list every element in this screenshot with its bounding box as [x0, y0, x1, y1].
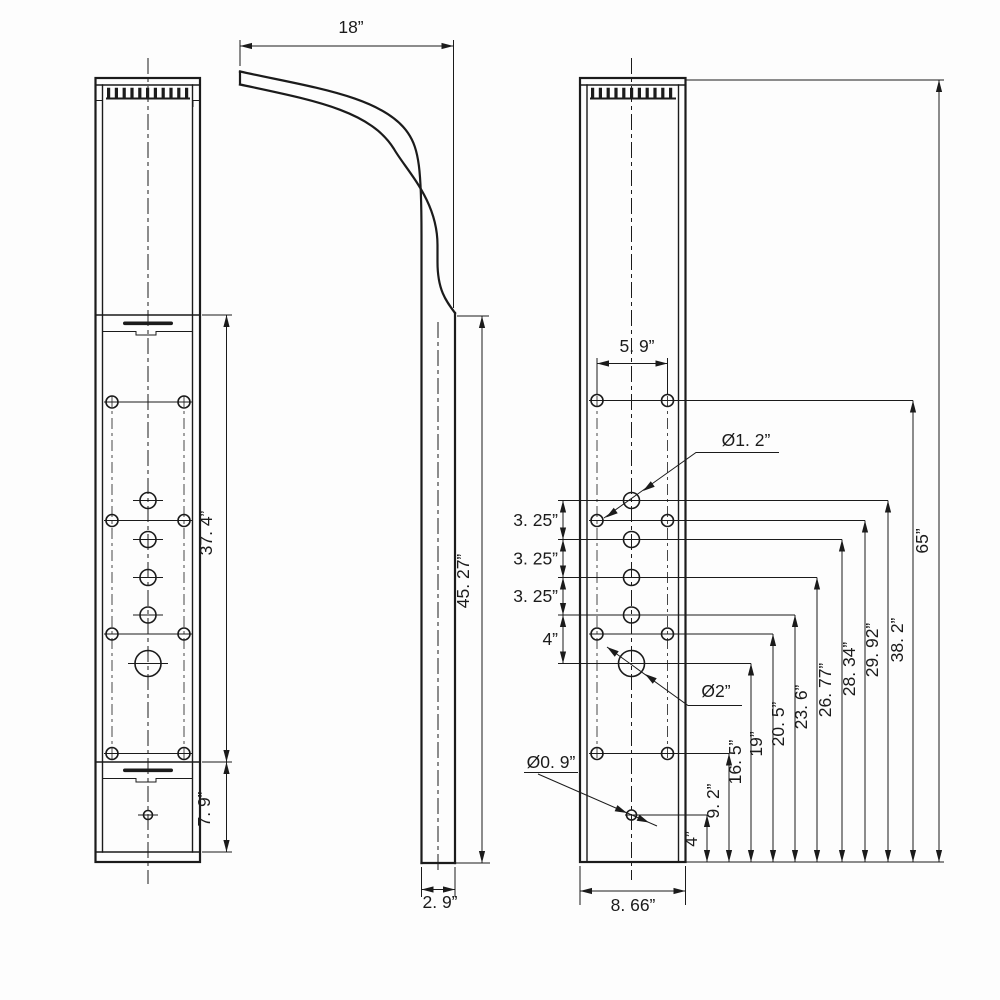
front-hole-column-centerlines: [111, 396, 185, 759]
front-hole-row-lines: [104, 401, 192, 754]
back-view: 5. 9” Ø1. 2” Ø2” Ø0. 9” 3. 25” 3. 25”: [513, 58, 944, 915]
back-small-hole: [625, 809, 638, 821]
back-hole-column-centerlines: [596, 396, 668, 758]
dim-height-20-5: 20. 5”: [768, 701, 788, 746]
back-inner-bezel-lines: [586, 84, 680, 863]
front-handle-slot-lower: [123, 768, 173, 773]
front-hole-cross-ticks: [128, 500, 168, 816]
side-outer-profile: [238, 70, 423, 865]
dim-height-65: 65”: [912, 528, 932, 553]
dim-spacing-3: 3. 25”: [513, 586, 558, 606]
front-handle-slot: [123, 321, 173, 326]
dim-height-26-77: 26. 77”: [815, 663, 835, 718]
back-hole-row-extension-lines: [558, 400, 913, 816]
dim-top-hole-spacing: 5. 9”: [596, 336, 668, 394]
front-view: 37. 4” 7. 9”: [94, 58, 232, 884]
front-lower-divider: [94, 761, 201, 783]
dim-back-dia-mid: Ø1. 2”: [722, 430, 771, 450]
dim-front-height: 37. 4”: [196, 510, 216, 555]
dim-bottom-width: 8. 66”: [579, 866, 686, 915]
front-inner-bezel-lines: [101, 84, 194, 853]
back-grille: [590, 87, 676, 100]
side-view: 18” 45. 27” 2. 9”: [238, 17, 490, 912]
dim-back-bottom-width: 8. 66”: [611, 895, 656, 915]
back-side-holes: [590, 393, 675, 761]
front-side-holes: [105, 395, 191, 761]
front-upper-divider: [94, 314, 201, 336]
dim-spacing-4: 4”: [542, 629, 558, 649]
dim-back-hole-spacing: 5. 9”: [619, 336, 654, 356]
dim-side-top-depth: 18”: [338, 17, 363, 37]
dim-spacing-1: 3. 25”: [513, 510, 558, 530]
dim-side-height: 45. 27”: [453, 554, 473, 609]
dim-height-19: 19”: [746, 731, 766, 756]
dim-height-38-2: 38. 2”: [887, 617, 907, 662]
side-inner-profile: [238, 83, 457, 315]
back-center-holes: [617, 491, 646, 821]
leader-dia-mid: Ø1. 2”: [603, 430, 779, 519]
dim-height-9-2: 9. 2”: [703, 783, 723, 818]
back-large-hole: [617, 649, 646, 678]
dim-side-thickness: 2. 9”: [422, 892, 457, 912]
side-dimensions: 18” 45. 27” 2. 9”: [239, 17, 490, 912]
dim-height-23-6: 23. 6”: [791, 684, 811, 729]
front-cap-notches: [95, 100, 200, 107]
leader-dia-small: Ø0. 9”: [524, 752, 658, 827]
dim-back-dia-large: Ø2”: [701, 681, 730, 701]
leader-dia-large: Ø2”: [606, 646, 742, 706]
dim-back-dia-small: Ø0. 9”: [527, 752, 576, 772]
dim-height-29-92: 29. 92”: [862, 623, 882, 678]
back-panel-outline: [578, 76, 687, 864]
dim-height-4: 4”: [681, 831, 701, 847]
dim-height-16-5: 16. 5”: [725, 739, 745, 784]
front-dimensions: 37. 4” 7. 9”: [194, 314, 232, 853]
dim-height-28-34: 28. 34”: [839, 642, 859, 697]
dim-height-stack: 4” 9. 2” 16. 5” 19” 20. 5” 23. 6” 26. 77…: [681, 80, 943, 862]
dim-front-lower-height: 7. 9”: [194, 791, 214, 826]
dim-spacing-stack: 3. 25” 3. 25” 3. 25” 4”: [513, 500, 567, 664]
dim-spacing-2: 3. 25”: [513, 549, 558, 569]
